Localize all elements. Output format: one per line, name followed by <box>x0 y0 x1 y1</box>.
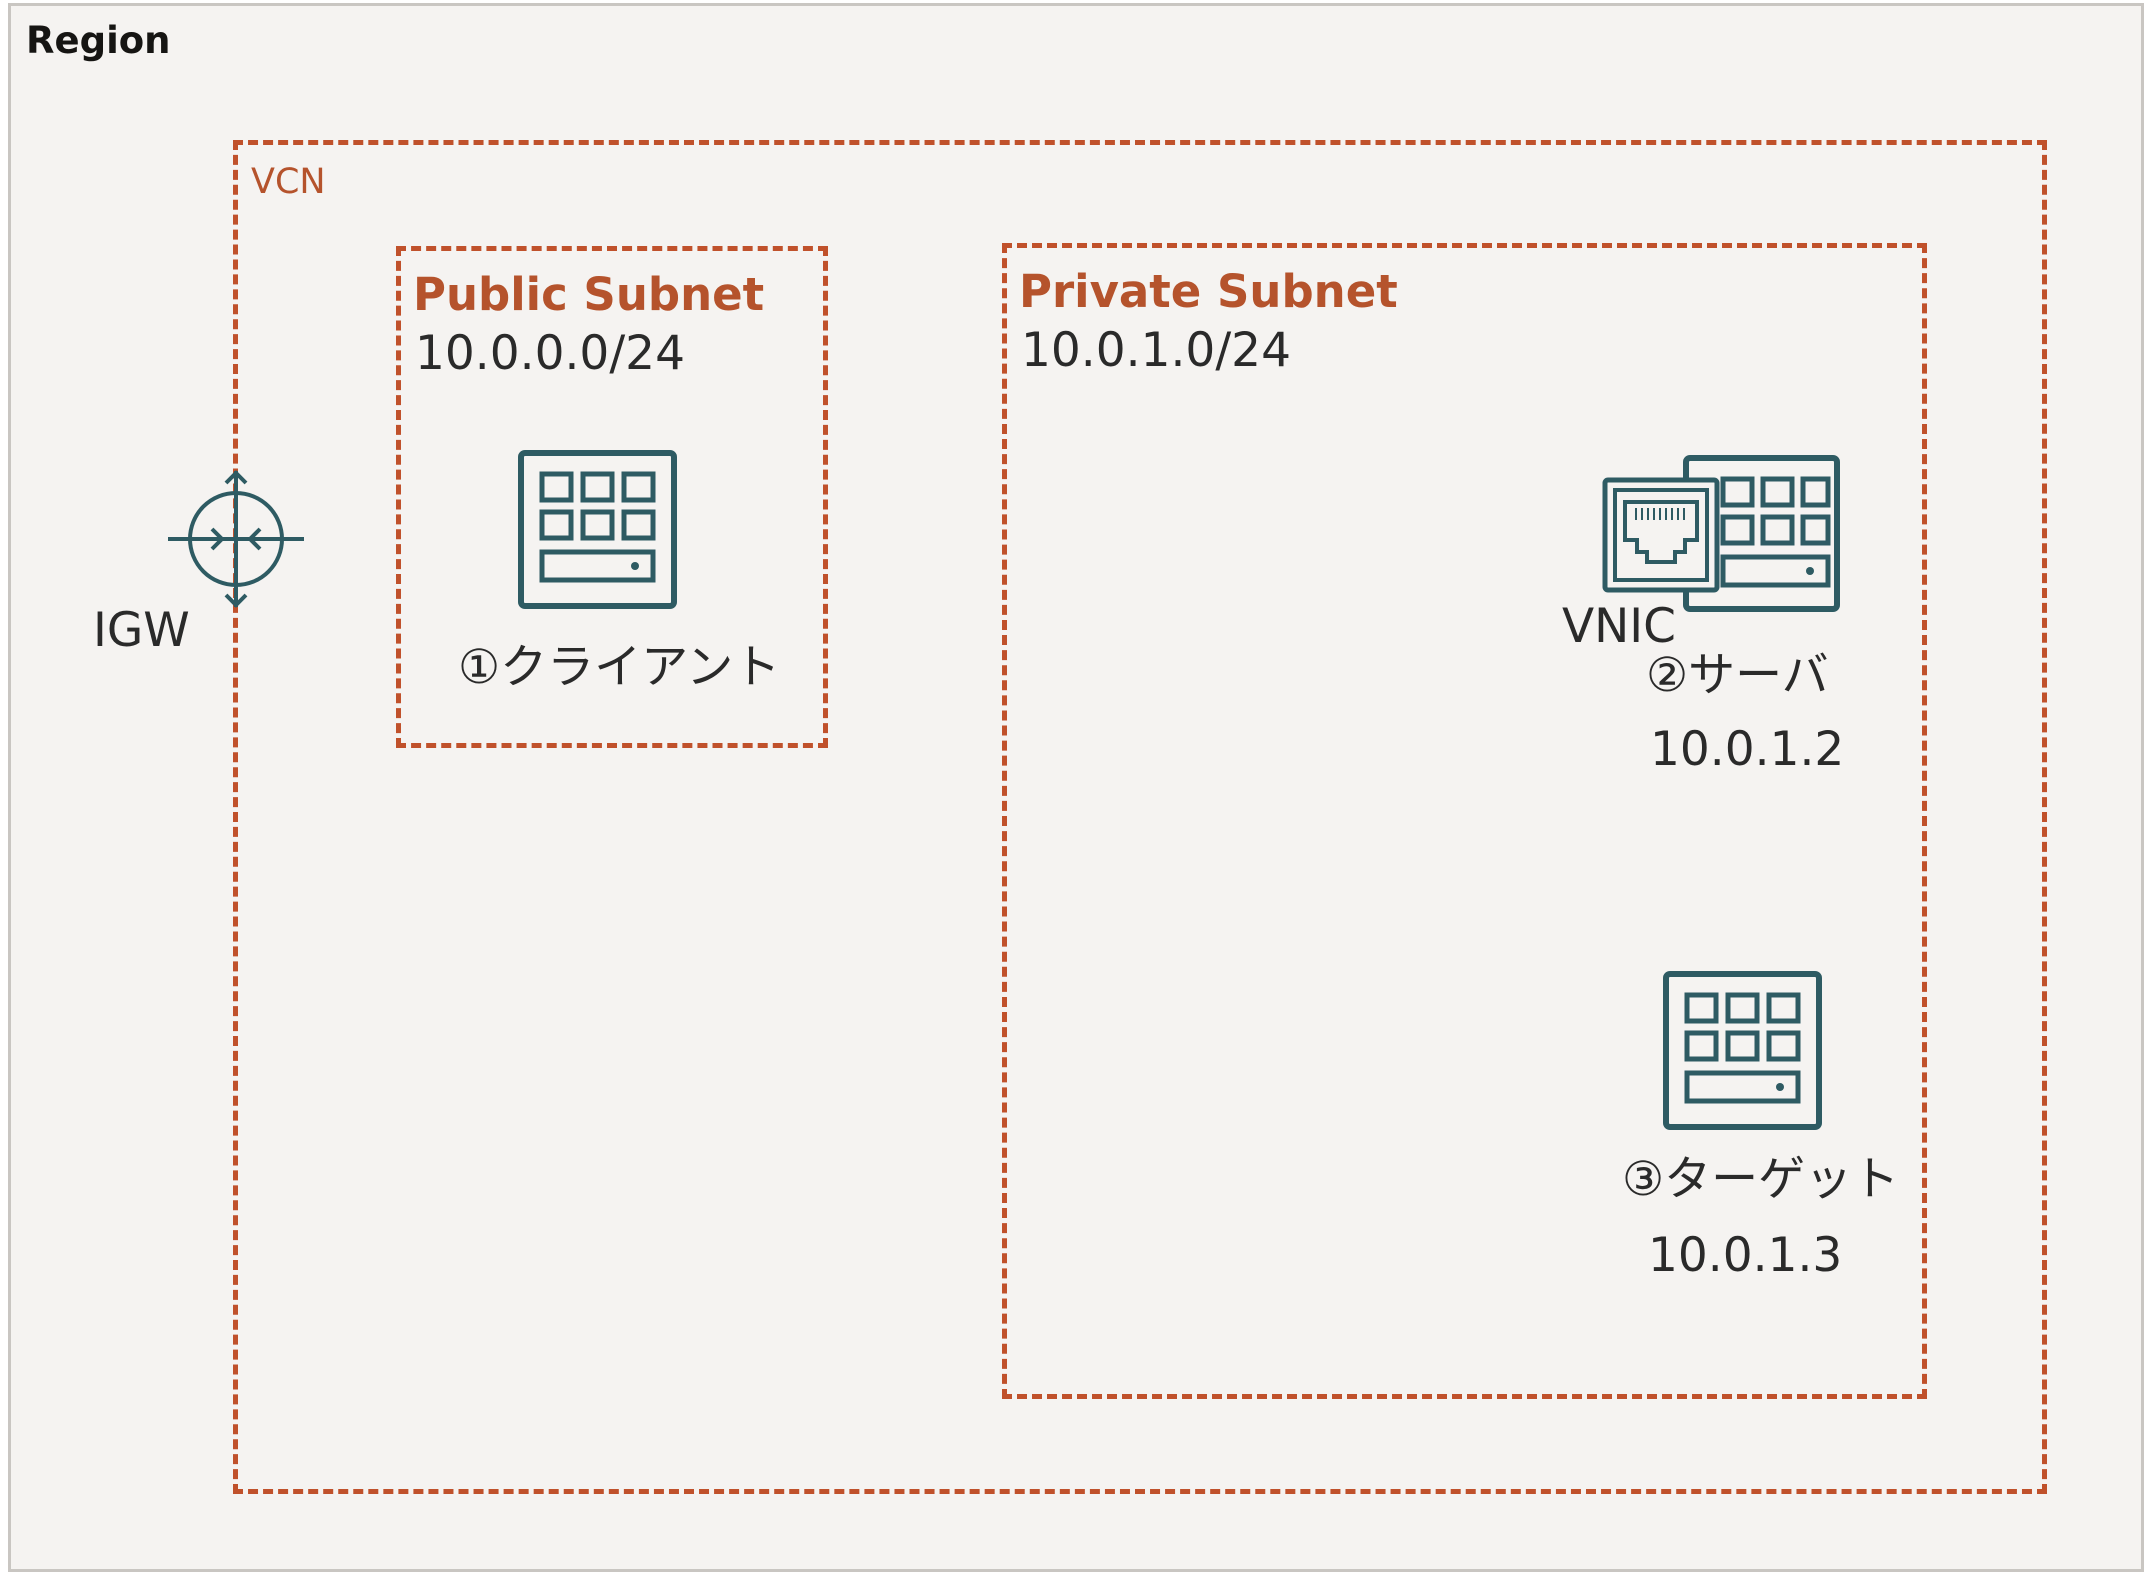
vcn-boundary <box>233 140 2047 1494</box>
igw-label: IGW <box>93 603 190 658</box>
server-label: ②サーバ <box>1646 648 1829 703</box>
public-subnet-title: Public Subnet <box>413 268 765 321</box>
region-title: Region <box>26 19 171 62</box>
client-label: ①クライアント <box>458 640 781 695</box>
server-ip: 10.0.1.2 <box>1650 722 1845 777</box>
region-container <box>8 3 2144 1572</box>
public-subnet-cidr: 10.0.0.0/24 <box>415 326 685 381</box>
compute-instance-icon <box>518 450 677 609</box>
public-subnet-boundary <box>396 246 828 748</box>
vnic-label: VNIC <box>1562 599 1676 654</box>
private-subnet-boundary <box>1002 243 1927 1399</box>
vcn-title: VCN <box>251 162 326 202</box>
target-compute-icon <box>1663 971 1822 1130</box>
vnic-icon <box>1602 477 1720 593</box>
private-subnet-cidr: 10.0.1.0/24 <box>1021 323 1291 378</box>
target-label: ③ターゲット <box>1622 1152 1900 1207</box>
private-subnet-title: Private Subnet <box>1019 265 1398 318</box>
internet-gateway-icon <box>168 470 304 608</box>
target-ip: 10.0.1.3 <box>1648 1228 1843 1283</box>
